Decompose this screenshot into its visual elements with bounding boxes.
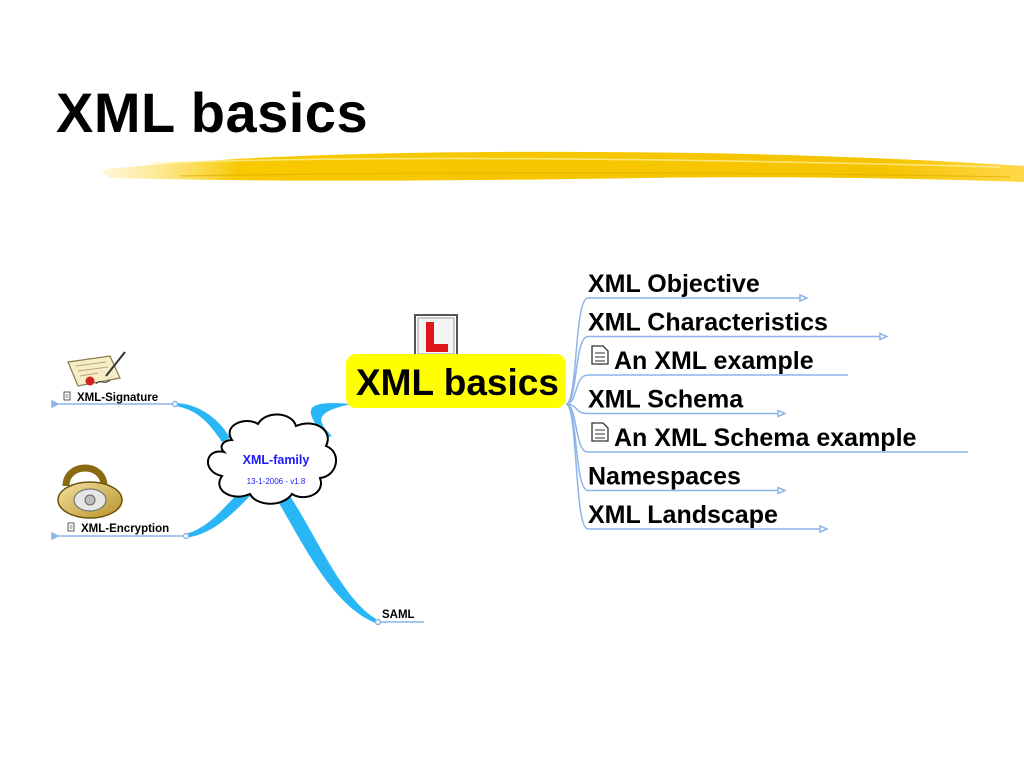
left-branch-lines xyxy=(51,399,424,626)
l-plate-icon xyxy=(414,314,458,358)
right-branch-label[interactable]: XML Objective xyxy=(588,270,760,298)
right-branch-label[interactable]: XML Schema xyxy=(588,386,744,414)
curve-to-signature xyxy=(176,403,230,442)
signed-document-icon xyxy=(67,351,126,387)
left-branches: XML-Signature XML-Encryption SAML xyxy=(63,391,415,621)
central-node-label: XML basics xyxy=(356,362,559,403)
title-underline xyxy=(100,151,1024,182)
right-branch-label[interactable]: Namespaces xyxy=(588,463,741,491)
slide-title: XML basics xyxy=(56,81,369,144)
cloud-node[interactable]: XML-family 13-1-2006 - v1.8 xyxy=(207,413,337,505)
branch-connector xyxy=(565,297,589,405)
branch-arrow-icon xyxy=(799,293,809,303)
right-branch-label[interactable]: An XML example xyxy=(614,347,814,375)
branch-connector xyxy=(565,335,589,405)
branch-arrow-icon xyxy=(879,332,889,341)
branch-arrow-icon xyxy=(777,486,787,495)
right-branch-label[interactable]: An XML Schema example xyxy=(614,424,917,452)
left-branch-label-saml[interactable]: SAML xyxy=(382,609,415,621)
left-branch-label-encryption[interactable]: XML-Encryption xyxy=(81,523,169,535)
note-icon xyxy=(591,422,609,442)
right-branch-label[interactable]: XML Characteristics xyxy=(588,309,828,337)
right-branch-connectors xyxy=(565,293,968,534)
central-node[interactable]: XML basics xyxy=(346,354,566,408)
padlock-icon xyxy=(57,464,123,519)
curve-to-saml xyxy=(270,482,378,624)
curve-to-encryption xyxy=(185,492,252,538)
note-icon xyxy=(63,391,71,401)
branch-arrow-icon xyxy=(819,524,829,534)
right-branch-label[interactable]: XML Landscape xyxy=(588,501,778,529)
note-icon xyxy=(67,522,75,532)
branch-arrow-icon xyxy=(777,409,787,418)
note-icon xyxy=(591,345,609,365)
cloud-node-subtitle: 13-1-2006 - v1.8 xyxy=(247,477,306,486)
branch-connector xyxy=(565,374,589,405)
cloud-node-title: XML-family xyxy=(243,453,310,467)
branch-connector xyxy=(565,403,589,530)
left-branch-label-signature[interactable]: XML-Signature xyxy=(77,392,158,404)
branch-connector xyxy=(565,403,589,453)
